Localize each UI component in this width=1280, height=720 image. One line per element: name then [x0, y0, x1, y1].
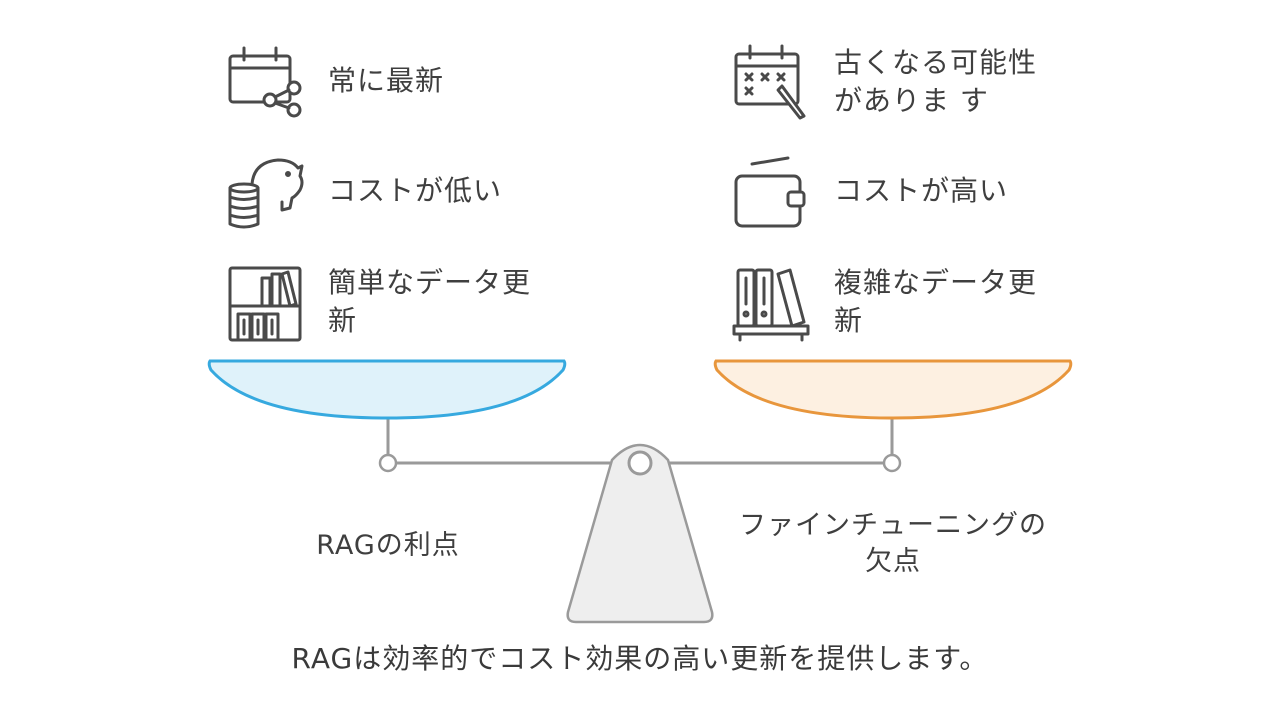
wallet-icon [732, 154, 810, 232]
right-hinge [882, 453, 902, 473]
right-item-3-label: 複雑なデータ更新 [834, 266, 1038, 337]
left-hinge [378, 453, 398, 473]
right-item-3: 複雑なデータ更新 [732, 264, 1064, 342]
left-item-1: 常に最新 [226, 44, 558, 122]
scale-stand [566, 443, 714, 624]
bookshelf-icon [226, 264, 304, 342]
scale-pivot [627, 450, 653, 476]
right-item-1: 古くなる可能性がありま す [732, 44, 1064, 122]
left-pan [207, 359, 567, 420]
left-item-3-label: 簡単なデータ更新 [328, 266, 532, 337]
left-item-3: 簡単なデータ更新 [226, 264, 558, 342]
right-item-1-label: 古くなる可能性がありま す [834, 46, 1038, 117]
left-side-title: RAGの利点 [316, 530, 460, 561]
binders-icon [732, 264, 810, 342]
diagram-caption: RAGは効率的でコスト効果の高い更新を提供します。 [291, 642, 989, 675]
calendar-crossed-icon [732, 44, 810, 122]
piggy-bank-coins-icon [226, 154, 304, 232]
calendar-share-icon [226, 44, 304, 122]
right-side-title: ファインチューニングの欠点 [739, 510, 1047, 577]
left-item-1-label: 常に最新 [328, 64, 445, 97]
left-item-2: コストが低い [226, 154, 558, 232]
right-item-2: コストが高い [732, 154, 1064, 232]
left-item-2-label: コストが低い [328, 174, 503, 207]
right-item-2-label: コストが高い [834, 174, 1009, 207]
right-pan [713, 359, 1073, 420]
